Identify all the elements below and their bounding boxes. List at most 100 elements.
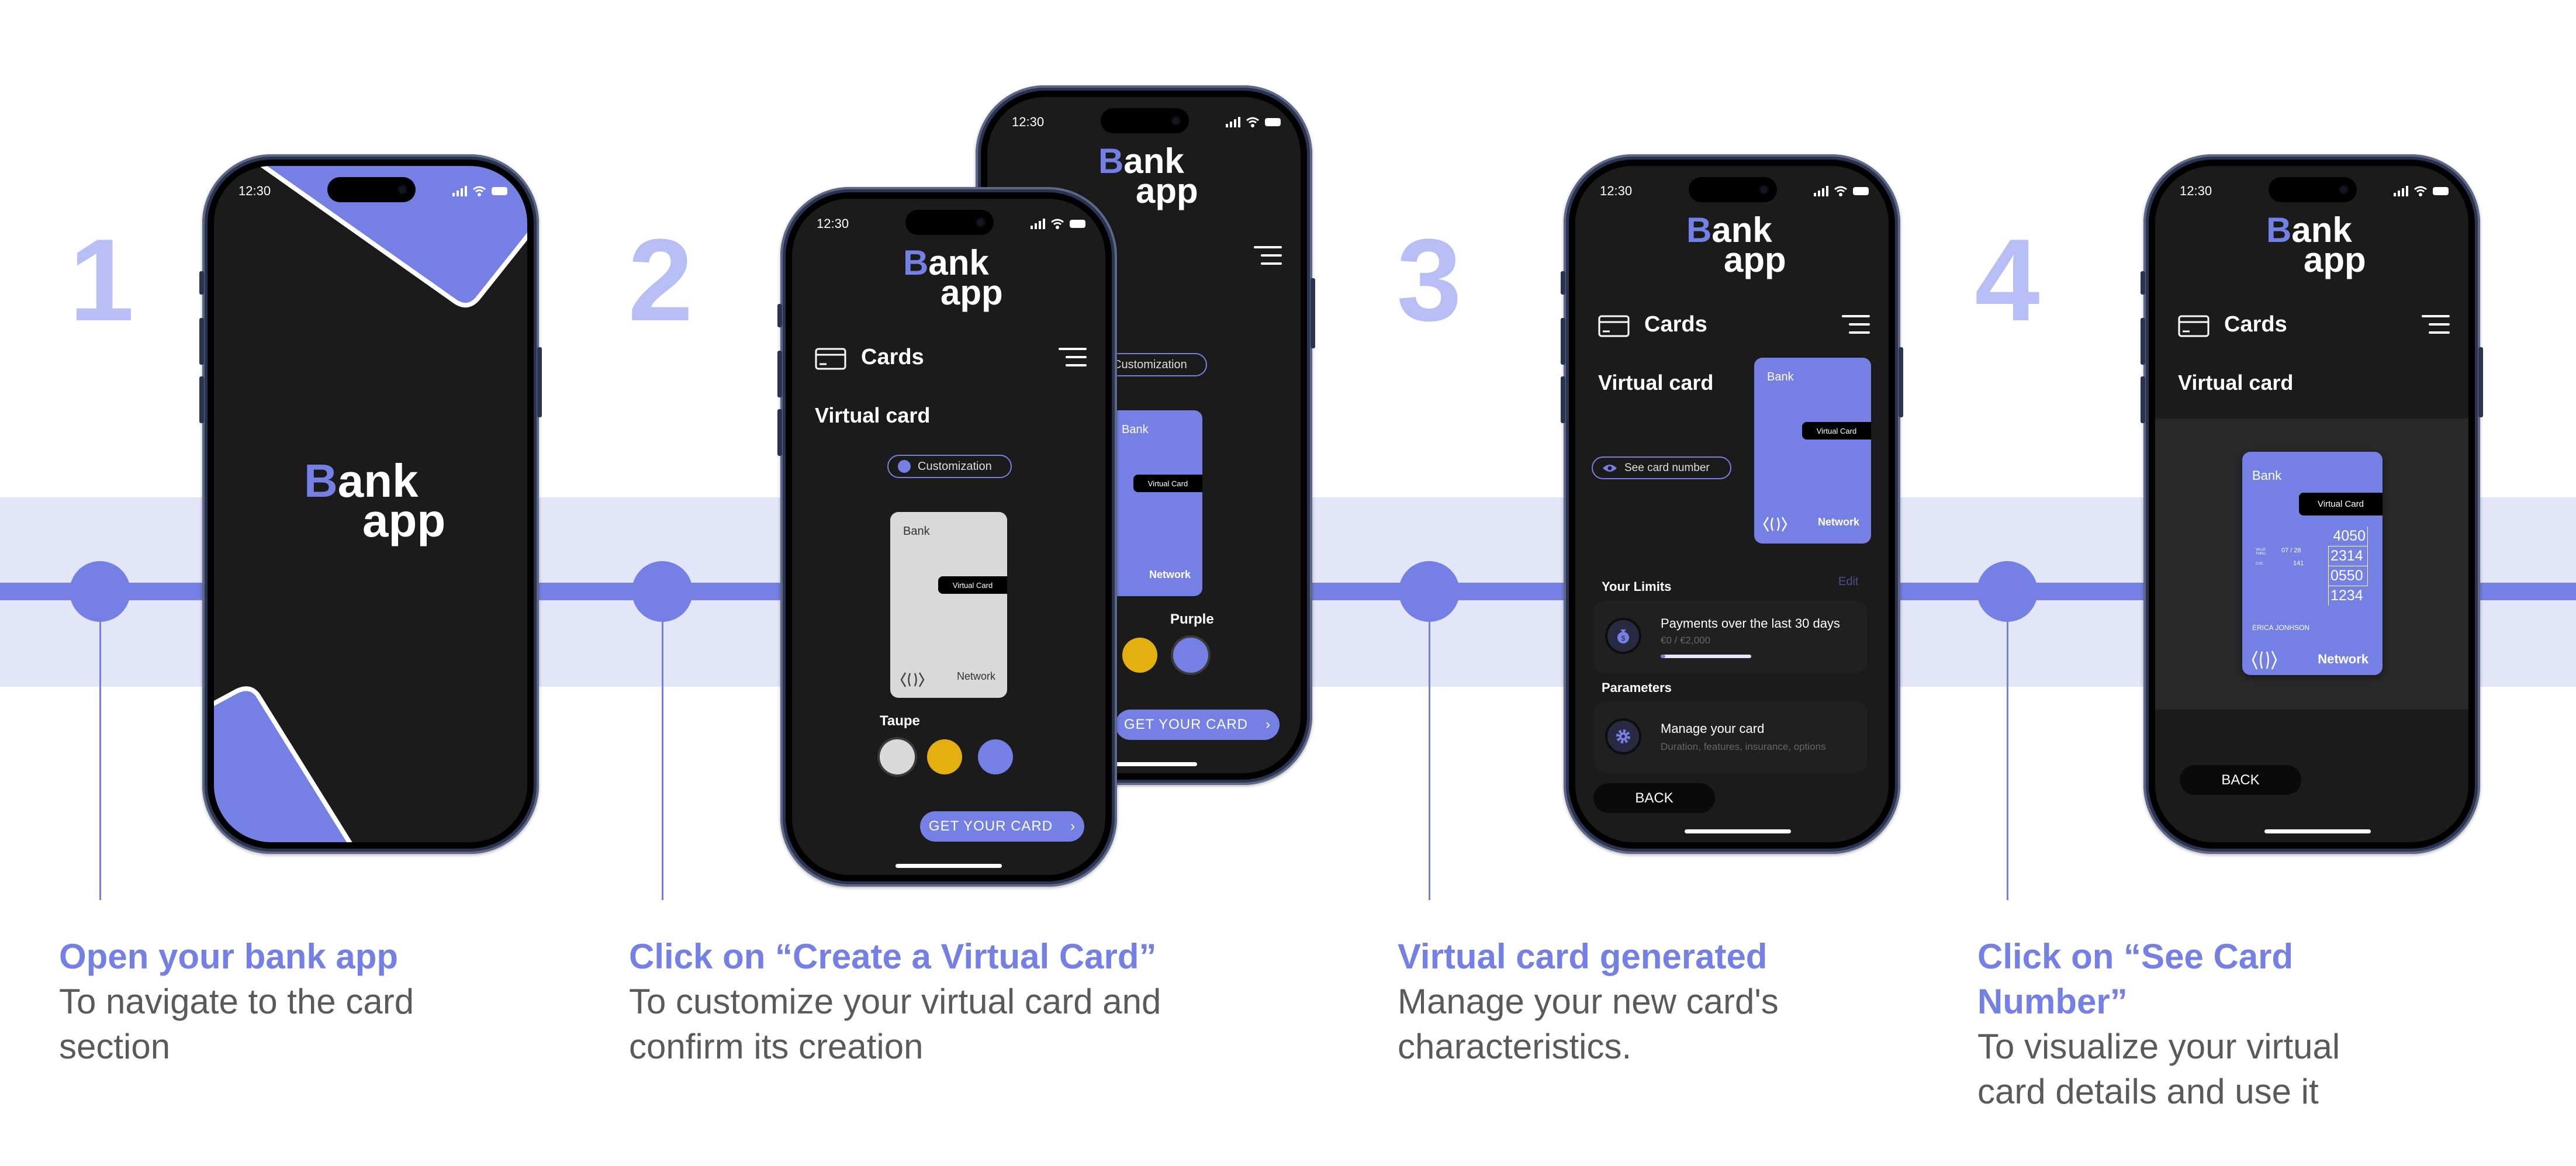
virtual-card-details: Bank Virtual Card VALID THRU 07 / 28 CVC… xyxy=(2242,452,2383,675)
signal-icon xyxy=(2394,186,2408,196)
menu-icon[interactable] xyxy=(2422,315,2450,335)
swatch-taupe[interactable] xyxy=(880,739,915,774)
signal-icon xyxy=(1226,117,1240,127)
get-your-card-button[interactable]: GET YOUR CARD› xyxy=(1115,710,1280,740)
battery-icon xyxy=(1070,220,1085,228)
card-number: 4050 2314 0550 1234 xyxy=(2328,527,2368,606)
page-title: Virtual card xyxy=(815,403,931,427)
step-number: 4 xyxy=(1975,215,2040,345)
step-connector xyxy=(2007,591,2008,900)
wifi-icon xyxy=(473,186,486,196)
status-icons xyxy=(1814,186,1871,196)
step-3-caption: Virtual card generated Manage your new c… xyxy=(1398,934,1889,1069)
step-marker xyxy=(1399,561,1460,622)
step-connector xyxy=(1429,591,1430,900)
step-connector xyxy=(99,591,101,900)
limits-heading: Your Limits xyxy=(1602,579,1672,594)
signal-icon xyxy=(1031,219,1045,229)
status-icons xyxy=(2394,186,2451,196)
palette-icon xyxy=(898,460,911,473)
edit-link[interactable]: Edit xyxy=(1838,575,1859,588)
phone-splash: 12:30 Bank app xyxy=(199,154,542,854)
wifi-icon xyxy=(2414,186,2427,196)
card-icon xyxy=(815,348,846,370)
status-time: 12:30 xyxy=(238,184,271,198)
contactless-icon xyxy=(900,672,925,687)
card-generated-screen: 12:30 Bank app Cards Virtual card Bank V… xyxy=(1575,166,1889,842)
eye-icon xyxy=(1603,464,1617,472)
valid-thru-value: 07 / 28 xyxy=(2281,547,2301,554)
bank-app-logo: Bank app xyxy=(903,243,1003,312)
card-details-screen: 12:30 Bank app Cards Virtual card Bank V… xyxy=(2155,166,2468,842)
bank-app-logo: Bank app xyxy=(1098,141,1198,210)
step-number: 1 xyxy=(69,215,134,345)
wifi-icon xyxy=(1051,219,1064,229)
step-title: Open your bank app xyxy=(59,937,399,976)
gear-icon xyxy=(1605,718,1641,755)
back-button[interactable]: BACK xyxy=(1593,783,1715,813)
status-time: 12:30 xyxy=(1600,184,1633,198)
section-title: Cards xyxy=(861,345,924,369)
step-number: 2 xyxy=(628,215,693,345)
virtual-card-preview: Bank Virtual Card Network xyxy=(890,512,1007,698)
status-icons xyxy=(452,186,510,196)
phone-card-details: 12:30 Bank app Cards Virtual card Bank V… xyxy=(2141,154,2483,854)
get-your-card-button[interactable]: GET YOUR CARD› xyxy=(920,811,1084,842)
cvc-value: 141 xyxy=(2293,560,2304,567)
menu-icon[interactable] xyxy=(1842,315,1870,335)
step-title: Virtual card generated xyxy=(1398,937,1768,976)
swatch-purple[interactable] xyxy=(978,739,1013,774)
status-icons xyxy=(1226,117,1283,127)
step-1-caption: Open your bank app To navigate to the ca… xyxy=(59,934,468,1069)
swatch-yellow[interactable] xyxy=(927,739,962,774)
valid-thru-label: VALID THRU xyxy=(2256,548,2266,556)
manage-card-row[interactable]: Manage your card Duration, features, ins… xyxy=(1593,701,1868,772)
splash-screen: 12:30 Bank app xyxy=(214,166,527,842)
virtual-card: Bank Virtual Card Network xyxy=(1754,358,1871,544)
manage-subtitle: Duration, features, insurance, options xyxy=(1661,741,1826,752)
wifi-icon xyxy=(1834,186,1847,196)
customization-button[interactable]: Customization xyxy=(887,455,1012,478)
status-time: 12:30 xyxy=(2180,184,2212,198)
step-description: To visualize your virtual card details a… xyxy=(1977,1027,2340,1111)
back-button[interactable]: BACK xyxy=(2180,765,2301,795)
bank-app-logo: Bank app xyxy=(2266,210,2366,279)
signal-icon xyxy=(1814,186,1828,196)
page-title: Virtual card xyxy=(2178,371,2294,395)
decorative-shapes xyxy=(214,166,527,842)
step-description: To customize your virtual card and confi… xyxy=(629,982,1161,1066)
phone-card-generated: 12:30 Bank app Cards Virtual card Bank V… xyxy=(1561,154,1903,854)
menu-icon[interactable] xyxy=(1059,348,1087,368)
status-time: 12:30 xyxy=(817,216,849,231)
step-2-caption: Click on “Create a Virtual Card” To cust… xyxy=(629,934,1213,1069)
menu-icon[interactable] xyxy=(1254,246,1282,266)
step-title: Click on “Create a Virtual Card” xyxy=(629,937,1157,976)
battery-icon xyxy=(1265,118,1281,126)
payments-limit-row[interactable]: $ Payments over the last 30 days €0 / €2… xyxy=(1593,601,1868,673)
bank-app-logo: Bank app xyxy=(304,455,446,546)
card-icon xyxy=(2178,315,2210,337)
chevron-right-icon: › xyxy=(1070,818,1076,834)
see-card-number-button[interactable]: See card number xyxy=(1592,456,1731,479)
step-marker xyxy=(70,561,130,622)
page-title: Virtual card xyxy=(1598,371,1714,395)
step-description: Manage your new card's characteristics. xyxy=(1398,982,1779,1066)
contactless-icon xyxy=(1763,517,1787,532)
section-title: Cards xyxy=(2224,312,2287,337)
contactless-icon xyxy=(2252,651,2277,670)
step-marker xyxy=(1977,561,2038,622)
battery-icon xyxy=(492,187,509,195)
phone-customize-taupe: 12:30 Bank app Cards Virtual card Custom… xyxy=(777,187,1117,887)
step-description: To navigate to the card section xyxy=(59,982,414,1066)
parameters-heading: Parameters xyxy=(1602,680,1672,695)
swatch-yellow[interactable] xyxy=(1122,638,1157,673)
card-icon xyxy=(1598,315,1630,337)
signal-icon xyxy=(452,186,467,196)
payments-value: €0 / €2,000 xyxy=(1661,635,1711,646)
swatch-purple[interactable] xyxy=(1173,638,1208,673)
status-time: 12:30 xyxy=(1012,115,1045,129)
step-title: Click on “See Card Number” xyxy=(1977,937,2294,1021)
wifi-icon xyxy=(1246,117,1259,127)
customize-screen: 12:30 Bank app Cards Virtual card Custom… xyxy=(792,199,1105,875)
step-marker xyxy=(632,561,693,622)
